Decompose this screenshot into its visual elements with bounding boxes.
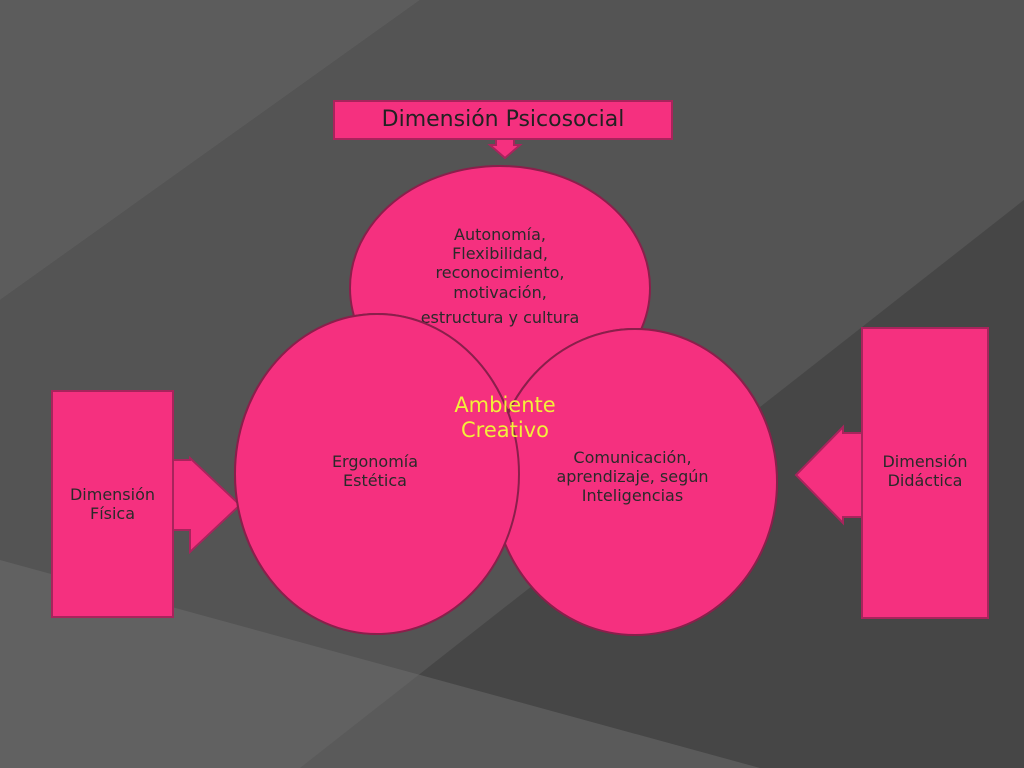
left-arrow-icon xyxy=(794,424,863,526)
background-facet-bottom xyxy=(0,560,760,768)
center-label-ambiente-creativo: Ambiente Creativo xyxy=(423,393,587,443)
title-psicosocial-label: Dimensión Psicosocial xyxy=(381,107,625,132)
left-box-line-1: Dimensión xyxy=(69,485,156,504)
left-circle-text: Ergonomía Estética xyxy=(300,452,450,490)
left-box-text: Dimensión Física xyxy=(52,485,173,523)
top-circle-text: Autonomía, Flexibilidad, reconocimiento,… xyxy=(395,225,605,327)
box-dimension-fisica xyxy=(51,390,174,618)
right-circle-line-2: aprendizaje, según xyxy=(556,467,709,487)
top-circle-line-2: Flexibilidad, xyxy=(452,244,548,264)
right-circle-line-3: Inteligencias xyxy=(581,486,684,506)
top-circle-line-3: reconocimiento, xyxy=(435,263,565,283)
top-circle-line-1: Autonomía, xyxy=(454,225,546,244)
box-dimension-didactica xyxy=(861,327,989,619)
center-line-2: Creativo xyxy=(461,418,549,443)
right-box-line-2: Didáctica xyxy=(887,471,963,491)
right-circle-text: Comunicación, aprendizaje, según Intelig… xyxy=(530,448,735,506)
right-box-text: Dimensión Didáctica xyxy=(862,452,988,490)
left-circle-line-1: Ergonomía xyxy=(331,452,419,471)
left-circle-line-2: Estética xyxy=(343,471,407,491)
right-circle-line-1: Comunicación, xyxy=(573,448,692,467)
right-arrow-icon xyxy=(172,455,242,555)
right-box-line-1: Dimensión xyxy=(882,452,968,471)
circle-fisica-overlay xyxy=(234,313,520,635)
top-circle-line-5: estructura y cultura xyxy=(420,307,580,327)
down-arrow-icon xyxy=(487,138,523,160)
center-line-1: Ambiente xyxy=(454,393,556,417)
top-circle-line-4: motivación, xyxy=(453,282,547,302)
left-box-line-2: Física xyxy=(89,504,136,524)
